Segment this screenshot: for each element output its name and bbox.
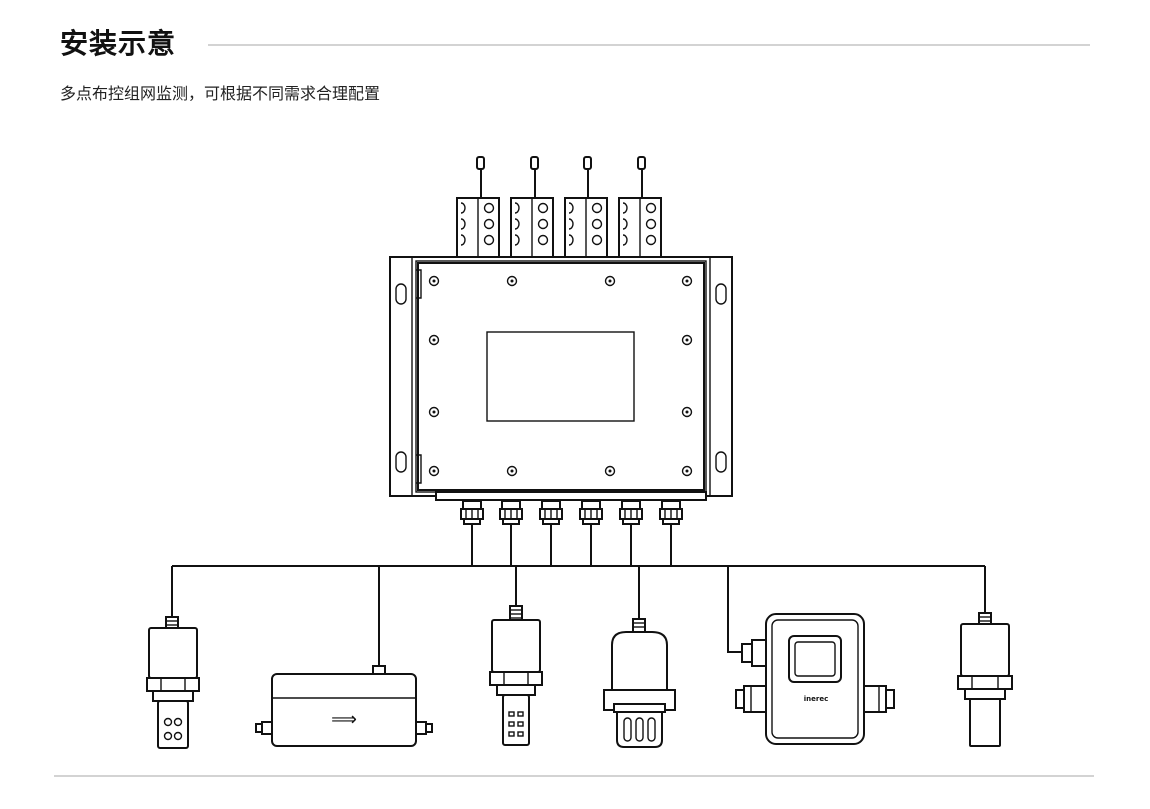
cable-gland-icon [619,500,643,525]
antenna-module-icon [456,156,500,261]
section-subtitle: 多点布控组网监测，可根据不同需求合理配置 [60,84,381,103]
cable-gland-icon [579,500,603,525]
antenna-module-icon [564,156,608,261]
display-transmitter-icon: inerec [735,613,895,745]
sensor-probe-icon [603,618,676,748]
antenna-module-icon [618,156,662,261]
section-header: 安装示意 [60,24,1090,64]
section-title: 安装示意 [60,27,177,60]
cable-gland-icon [659,500,683,525]
sensor-probe-icon [957,612,1013,747]
connection-wiring [171,524,986,666]
cable-gland-icon [539,500,563,525]
flow-cell-icon: ⟹ [255,665,433,747]
display-window [486,331,635,422]
flow-direction-arrow-icon: ⟹ [331,709,357,730]
title-divider [208,44,1090,46]
controller-box-icon [389,256,733,501]
cable-gland-icon [499,500,523,525]
antenna-module-icon [510,156,554,261]
cable-gland-icon [460,500,484,525]
bottom-divider [54,775,1094,777]
sensor-probe-icon [489,605,543,746]
device-logo: inerec [804,695,828,703]
sensor-probe-icon [146,616,200,749]
